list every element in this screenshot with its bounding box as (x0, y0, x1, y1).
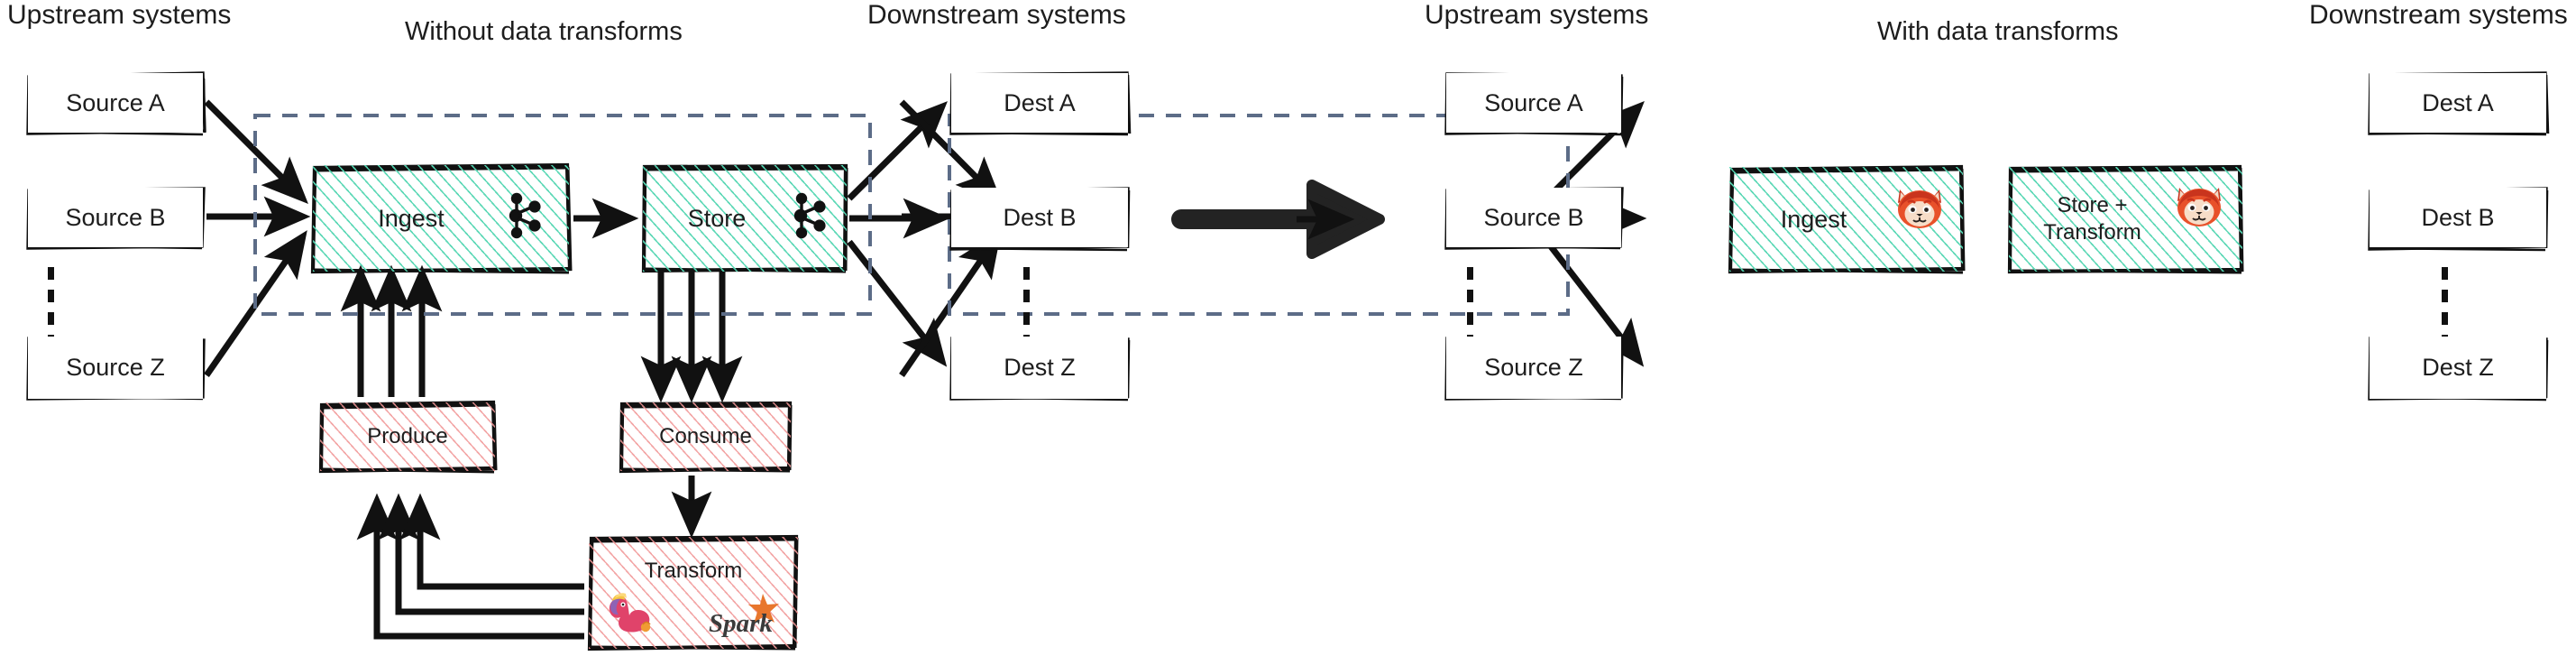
consume-label: Consume (659, 423, 752, 448)
right-ingest-label: Ingest (1780, 205, 1847, 233)
redpanda-icon (1893, 184, 1946, 236)
svg-text:Spark: Spark (709, 609, 773, 638)
right-dest-z-label: Dest Z (2422, 354, 2494, 382)
right-dest-b-box[interactable]: Dest B (2367, 185, 2549, 252)
transform-box[interactable]: Transform Spark (586, 534, 801, 651)
left-store-box[interactable]: Store (640, 162, 849, 274)
left-source-a-label: Source A (66, 88, 165, 116)
right-source-a-box[interactable]: Source A (1444, 70, 1624, 136)
left-source-a-box[interactable]: Source A (25, 70, 206, 136)
right-ingest-box[interactable]: Ingest (1727, 164, 1966, 274)
right-source-z-label: Source Z (1484, 354, 1583, 382)
transform-label: Transform (644, 559, 743, 583)
right-source-z-box[interactable]: Source Z (1444, 334, 1624, 402)
kafka-icon (792, 191, 830, 246)
right-source-a-label: Source A (1484, 88, 1583, 116)
left-source-b-box[interactable]: Source B (25, 185, 206, 250)
right-source-b-box[interactable]: Source B (1444, 185, 1624, 250)
kafka-icon (507, 191, 545, 246)
downstream-systems-label-left: Downstream systems (867, 0, 1126, 30)
produce-box[interactable]: Produce (317, 400, 498, 474)
produce-to-ingest-arrows (340, 264, 443, 397)
right-dest-b-label: Dest B (2421, 203, 2495, 231)
left-dest-a-label: Dest A (1004, 88, 1076, 116)
left-ingest-box[interactable]: Ingest (310, 162, 573, 274)
upstream-systems-label-left: Upstream systems (7, 0, 232, 30)
right-dest-z-box[interactable]: Dest Z (2367, 334, 2549, 402)
downstream-systems-label-right: Downstream systems (2309, 0, 2568, 30)
left-source-z-box[interactable]: Source Z (25, 334, 206, 402)
left-platform-boundary (253, 114, 872, 316)
right-dest-a-box[interactable]: Dest A (2367, 70, 2550, 136)
flink-icon (602, 590, 658, 643)
spark-icon: Spark (707, 592, 790, 643)
consume-box[interactable]: Consume (618, 400, 793, 474)
left-dest-b-box[interactable]: Dest B (949, 185, 1131, 252)
left-source-b-label: Source B (65, 203, 166, 231)
left-panel-title: Without data transforms (405, 17, 683, 46)
right-store-transform-label-line1: Store + (2057, 193, 2128, 217)
right-panel-title: With data transforms (1877, 17, 2119, 46)
right-source-b-label: Source B (1483, 203, 1584, 231)
right-dest-a-label: Dest A (2422, 88, 2494, 116)
left-dest-z-box[interactable]: Dest Z (949, 334, 1131, 402)
upstream-systems-label-right: Upstream systems (1425, 0, 1649, 30)
left-source-z-label: Source Z (66, 354, 165, 382)
left-dest-b-label: Dest B (1003, 203, 1077, 231)
redpanda-icon (2173, 182, 2225, 234)
produce-label: Produce (367, 423, 448, 448)
right-store-transform-label-line2: Transform (2043, 220, 2141, 245)
store-to-consume-arrows (640, 271, 743, 403)
left-dest-a-box[interactable]: Dest A (949, 70, 1132, 136)
left-dest-arrows (847, 101, 950, 367)
left-ingest-label: Ingest (378, 204, 445, 232)
left-store-label: Store (687, 204, 747, 232)
big-right-arrow-icon (1171, 180, 1385, 259)
right-store-transform-box[interactable]: Store + Transform (2006, 164, 2245, 274)
transform-to-produce-arrows (356, 493, 584, 640)
left-dest-z-label: Dest Z (1004, 354, 1076, 382)
